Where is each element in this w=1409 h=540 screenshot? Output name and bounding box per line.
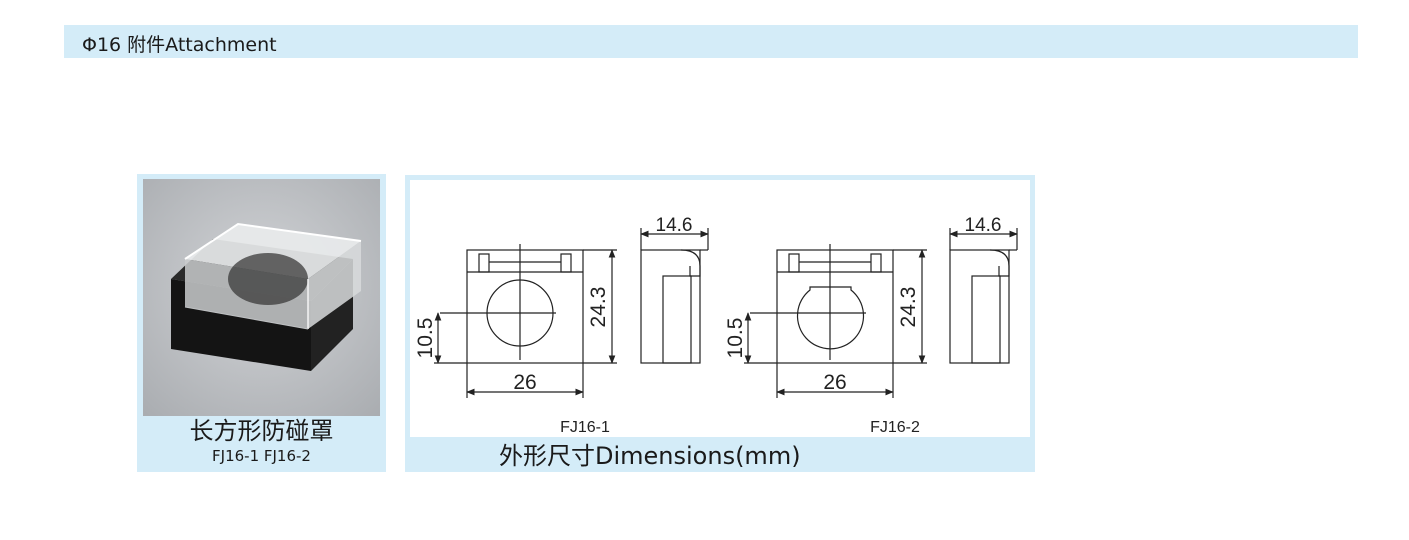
front-view-fj16-2 [744, 244, 927, 398]
dim-height-fj16-1: 24.3 [587, 287, 610, 328]
dim-width-fj16-2: 26 [823, 371, 846, 394]
dim-height-fj16-2: 24.3 [897, 287, 920, 328]
dim-depth-fj16-2: 14.6 [965, 215, 1002, 236]
drawing-fj16-1: 26 24.3 10.5 14.6 FJ16-1 [414, 215, 709, 436]
side-view-fj16-1 [640, 228, 709, 364]
product-name: 长方形防碰罩 [189, 417, 334, 445]
section-title: Φ16 附件Attachment [82, 34, 277, 56]
product-photo [143, 179, 380, 416]
product-models: FJ16-1 FJ16-2 [212, 447, 311, 465]
dim-width-fj16-1: 26 [513, 371, 536, 394]
model-label-fj16-2: FJ16-2 [870, 419, 920, 436]
dim-offset-fj16-2: 10.5 [724, 318, 747, 359]
dimensions-caption: 外形尺寸Dimensions(mm) [499, 442, 801, 470]
dimensions-drawing-area: 26 24.3 10.5 14.6 FJ16-1 [410, 180, 1030, 437]
section-header-bar: Φ16 附件Attachment [64, 25, 1358, 58]
dimensions-card: 26 24.3 10.5 14.6 FJ16-1 [405, 175, 1035, 472]
product-photo-card: 长方形防碰罩 FJ16-1 FJ16-2 [137, 174, 386, 472]
drawing-fj16-2: 26 24.3 10.5 14.6 FJ16-2 [724, 215, 1018, 436]
dim-depth-fj16-1: 14.6 [656, 215, 693, 236]
model-label-fj16-1: FJ16-1 [560, 419, 610, 436]
dim-offset-fj16-1: 10.5 [414, 318, 437, 359]
front-view-fj16-1 [434, 244, 617, 398]
side-view-fj16-2 [949, 228, 1018, 364]
